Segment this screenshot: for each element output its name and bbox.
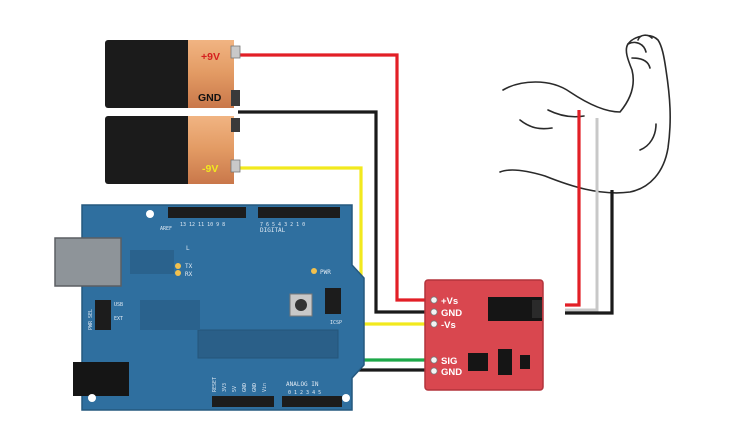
sensor-ic-2: [498, 349, 512, 375]
arm-illustration: [499, 34, 671, 194]
analog-label: ANALOG IN: [286, 381, 319, 388]
pwr-label: PWR: [320, 269, 331, 276]
yellow-wire-battery: [238, 166, 432, 326]
l-label: L: [186, 245, 190, 252]
red-electrode-wire: [565, 110, 581, 307]
digital-numbers: 13 12 11 10 9 8: [180, 222, 225, 228]
pwr-sel-label: PWR SEL: [88, 309, 94, 330]
battery-top-pos-label: +9V: [201, 51, 220, 63]
tx-label: TX: [185, 263, 193, 270]
white-electrode-wire: [565, 118, 599, 312]
icsp-label: ICSP: [330, 320, 342, 326]
sensor-pin-label-gnd2: GND: [441, 367, 462, 378]
red-wire-battery: [238, 53, 432, 302]
digital-numbers-2: 7 6 5 4 3 2 1 0: [260, 222, 305, 228]
battery-top-gnd-label: GND: [198, 92, 222, 104]
analog-numbers: 0 1 2 3 4 5: [288, 390, 321, 396]
sensor-pin-label-sig: SIG: [441, 356, 457, 367]
v5-label: 5V: [232, 386, 238, 392]
battery-bottom: -9V: [105, 116, 241, 184]
black-wire-battery-gnd: [238, 110, 432, 314]
battery-bottom-neg-label: -9V: [202, 163, 218, 175]
sensor-pin-label-vs-pos: +Vs: [441, 296, 458, 307]
reset-label: RESET: [212, 377, 218, 392]
icsp-header: [325, 288, 341, 314]
battery-top: +9V GND: [105, 40, 241, 108]
gnd-pin-label: GND: [242, 383, 248, 392]
usb-port: [54, 237, 122, 287]
ext-label: EXT: [114, 316, 123, 322]
v3-label: 3V3: [222, 383, 228, 392]
gnd2-pin-label: GND: [252, 383, 258, 392]
vin-label: Vin: [262, 383, 268, 392]
sensor-ic-1: [468, 353, 488, 371]
usb-label: USB: [114, 302, 123, 308]
sensor-pin-label-gnd: GND: [441, 308, 462, 319]
power-jack: [73, 362, 129, 396]
rx-label: RX: [185, 271, 193, 278]
digital-label: DIGITAL: [260, 227, 286, 234]
emg-sensor-board: +Vs GND -Vs SIG GND: [424, 279, 544, 391]
arduino-board: DIGITAL 13 12 11 10 9 8 7 6 5 4 3 2 1 0 …: [54, 204, 365, 411]
sensor-pin-label-vs-neg: -Vs: [441, 320, 456, 331]
black-electrode-wire: [565, 190, 614, 315]
aref-label: AREF: [160, 226, 172, 232]
microcontroller-chip: [197, 329, 339, 359]
